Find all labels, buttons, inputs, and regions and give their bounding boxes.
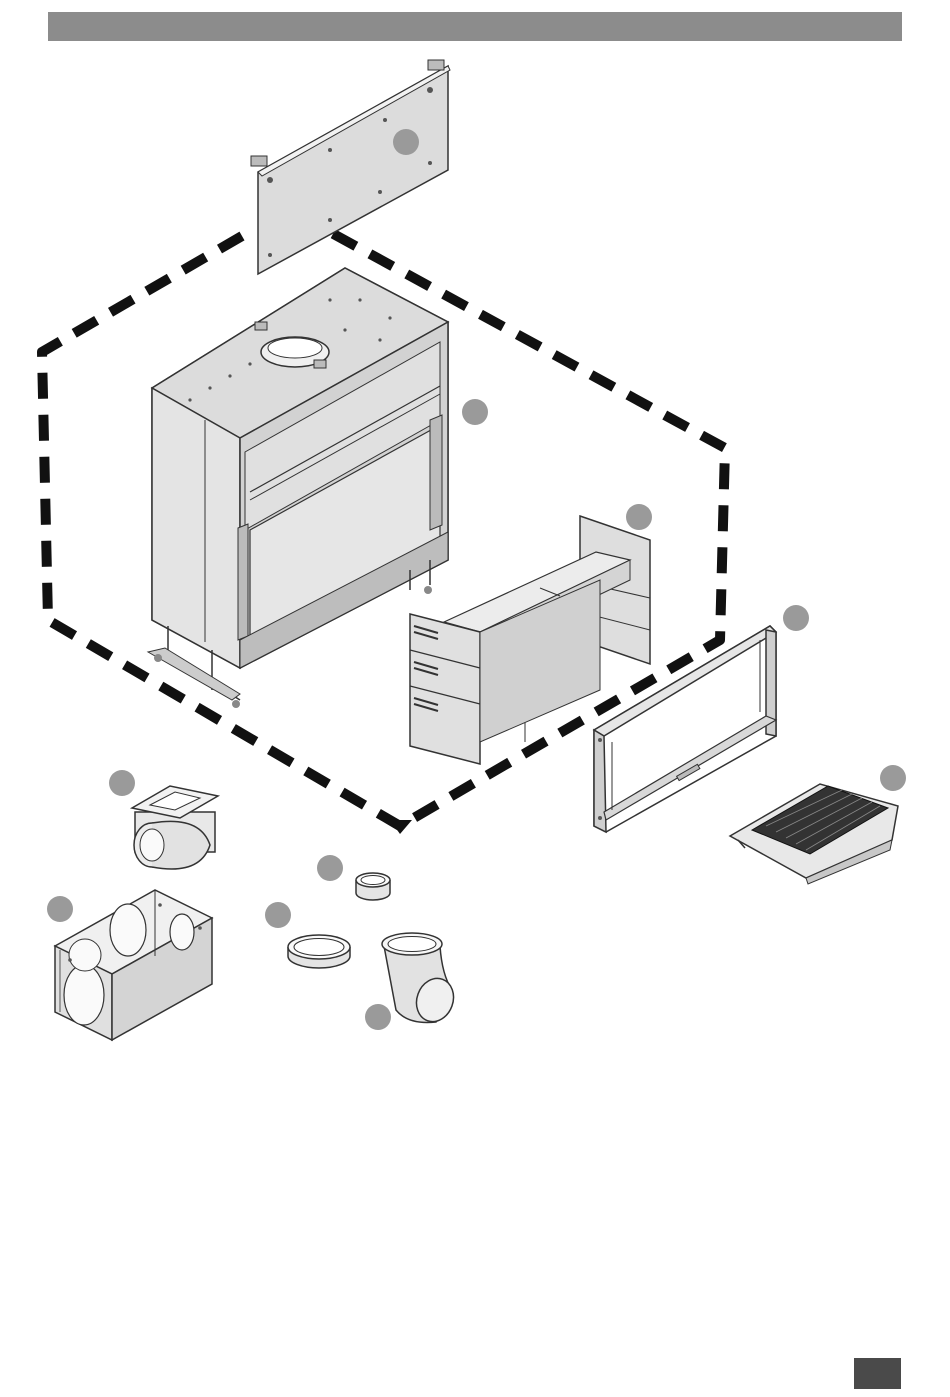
part-marker-large-ring [265,902,291,928]
part-marker-front-frame [783,605,809,631]
large-ring [288,935,350,968]
part-marker-air-box [47,896,73,922]
page-number-tab [854,1358,901,1389]
part-marker-firebox [462,399,488,425]
part-marker-air-inlet-adapter [109,770,135,796]
part-marker-ash-grate [880,765,906,791]
part-marker-refractory [626,504,652,530]
part-marker-top-panel [393,129,419,155]
elbow-duct [382,933,459,1027]
part-marker-elbow-duct [365,1004,391,1030]
air-inlet-adapter [132,786,218,869]
small-ring [356,873,390,900]
ash-grate [730,784,898,884]
air-box [55,890,212,1040]
part-marker-small-ring [317,855,343,881]
firebox-body [148,268,448,708]
